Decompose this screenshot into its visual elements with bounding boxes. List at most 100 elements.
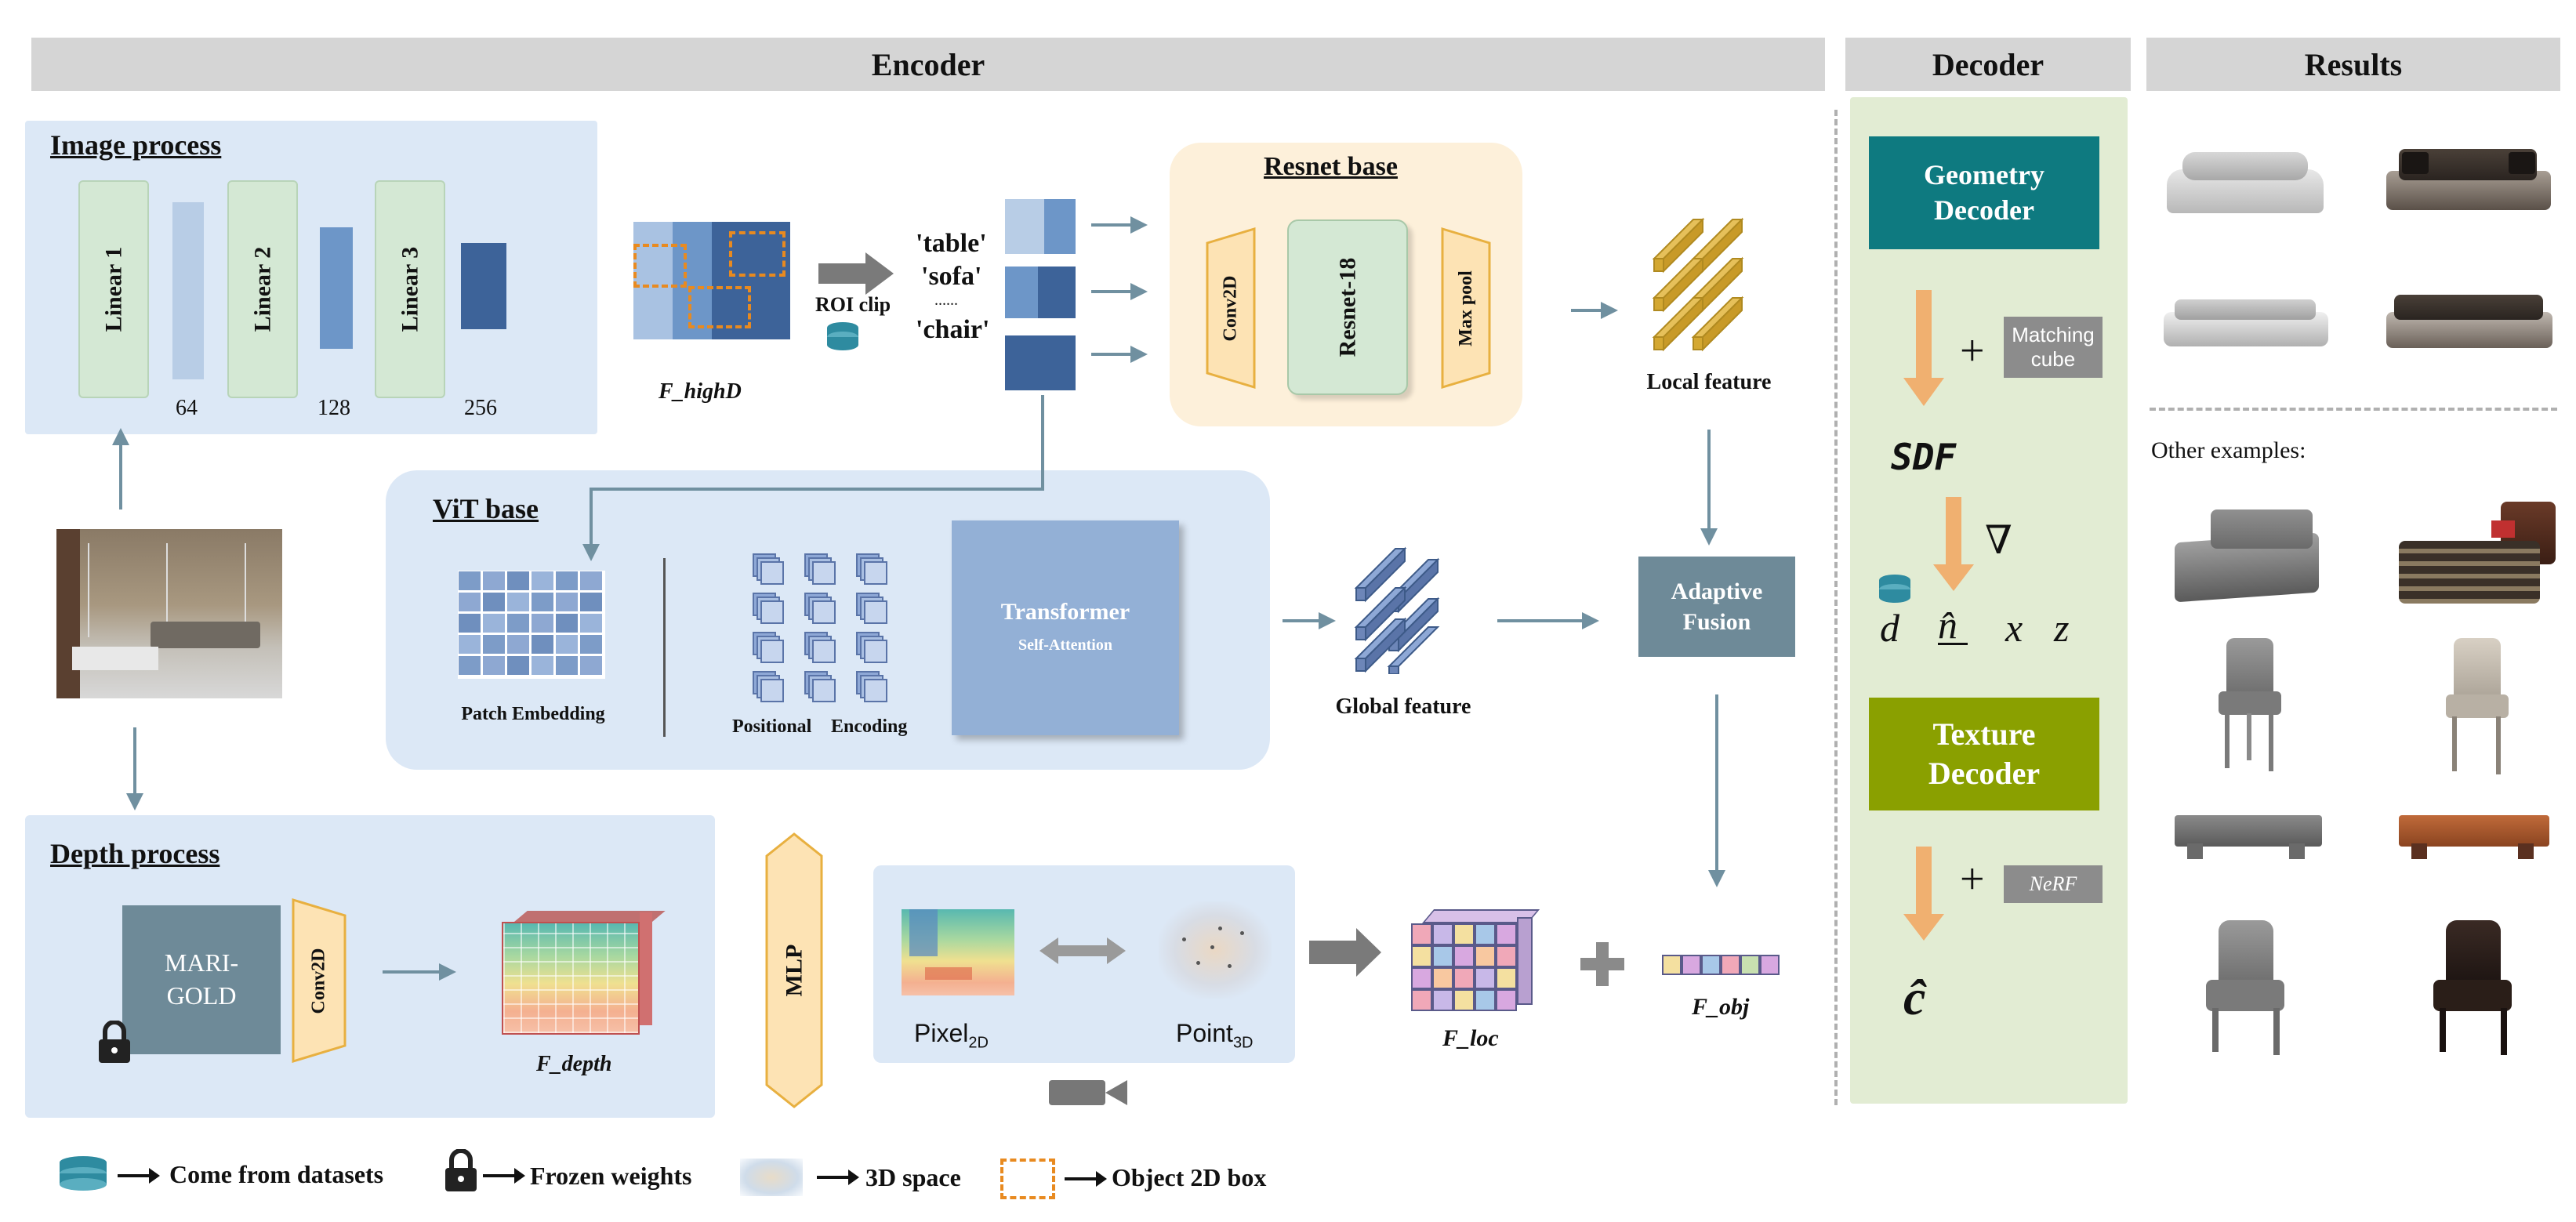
linear-1-label: Linear 1 — [100, 246, 126, 332]
patch-embedding-label: Patch Embedding — [461, 704, 605, 724]
dim-256: 256 — [464, 396, 497, 420]
resnet-maxpool-trapezoid — [1441, 227, 1491, 389]
patch-cell — [580, 635, 602, 654]
legend-lock-icon — [445, 1149, 477, 1191]
nerf-box: NeRF — [2004, 865, 2103, 903]
legend-2d-box-swatch — [1000, 1159, 1055, 1199]
legend-arrow-1 — [118, 1168, 160, 1184]
results-header-label: Results — [2304, 46, 2403, 82]
depth-process-title: Depth process — [50, 838, 220, 869]
patch-cell — [580, 593, 602, 611]
positional-encoding-square — [864, 679, 887, 702]
patch-cell — [459, 614, 481, 633]
crop-feature-sofa — [1005, 267, 1076, 318]
depth-conv2d-trapezoid — [292, 898, 346, 1063]
result-bench-geometry — [2171, 812, 2325, 867]
f-highd-label: F_highD — [659, 379, 742, 404]
result-sofa-geometry-1 — [2159, 146, 2331, 221]
depth-conv2d-label-wrap: Conv2D — [292, 898, 346, 1063]
positional-label: Positional — [732, 716, 812, 737]
resnet-conv2d-label: Conv2D — [1220, 274, 1241, 342]
feature-256-bar — [461, 243, 506, 329]
mlp-block — [765, 832, 823, 1108]
class-chair: 'chair' — [916, 315, 990, 344]
symbol-n-hat-text: n̂ — [1938, 603, 1957, 647]
f-obj-cell — [1740, 955, 1760, 975]
texture-decoder-block: Texture Decoder — [1869, 698, 2099, 810]
point-3d-label: Point3D — [1176, 1019, 1254, 1052]
legend-dataset-icon — [60, 1156, 107, 1191]
roi-clip-label: ROI clip — [815, 293, 891, 316]
symbol-z: z — [2054, 606, 2070, 650]
f-loc-cell — [1496, 945, 1517, 967]
f-loc-cell — [1496, 967, 1517, 989]
f-loc-cell — [1453, 989, 1475, 1011]
patch-cell — [483, 571, 505, 590]
image-process-title: Image process — [50, 129, 222, 161]
patch-cell — [507, 635, 529, 654]
resnet-title: Resnet base — [1264, 152, 1398, 181]
resnet-conv2d-trapezoid — [1206, 227, 1256, 389]
f-obj-cell — [1721, 955, 1740, 975]
positional-encoding-square — [812, 561, 836, 585]
roi-clip-arrow — [818, 252, 894, 295]
f-loc-cell — [1453, 945, 1475, 967]
dataset-icon-roi — [827, 322, 858, 350]
matching-cube-box: Matching cube — [2004, 317, 2103, 378]
encoding-label: Encoding — [831, 716, 908, 737]
local-feature-label: Local feature — [1646, 370, 1772, 394]
c-hat-symbol: ĉ — [1903, 970, 1926, 1025]
positional-encoding-square — [812, 600, 836, 624]
symbol-x: x — [2005, 606, 2023, 650]
result-bed-geometry — [2171, 502, 2322, 603]
nabla-symbol: ∇ — [1985, 518, 2012, 562]
f-loc-cell — [1432, 989, 1453, 1011]
symbol-n-hat: n̂ — [1938, 602, 1968, 647]
resnet-18-label: Resnet-18 — [1333, 257, 1360, 357]
result-bed-texture — [2399, 502, 2556, 607]
class-ellipsis: ...... — [934, 292, 958, 309]
result-bench-texture — [2396, 812, 2552, 867]
patch-cell — [556, 656, 578, 675]
decoder-plus-2: + — [1960, 855, 1985, 904]
f-loc-side-face — [1517, 917, 1533, 1005]
patch-cell — [507, 593, 529, 611]
resnet-maxpool-label: Max pool — [1455, 270, 1476, 346]
result-armchair-geometry — [2195, 917, 2297, 1058]
f-loc-cell — [1496, 923, 1517, 945]
marigold-block: MARI- GOLD — [122, 905, 281, 1054]
encoder-header: Encoder — [31, 38, 1825, 91]
f-loc-cell — [1432, 967, 1453, 989]
patch-cell — [532, 614, 553, 633]
point-text: Point — [1176, 1019, 1233, 1047]
texture-down-arrow — [1903, 847, 1944, 941]
f-depth-cube — [502, 911, 666, 1036]
patch-cell — [459, 635, 481, 654]
f-obj-strip — [1662, 948, 1789, 977]
dim-64: 64 — [176, 396, 198, 420]
f-loc-cell — [1411, 945, 1432, 967]
lock-icon-marigold — [99, 1021, 130, 1063]
legend-frozen-label: Frozen weights — [530, 1162, 692, 1190]
f-loc-cell — [1453, 923, 1475, 945]
input-room-image — [56, 529, 282, 698]
pixel-subscript: 2D — [968, 1034, 989, 1052]
self-attention-label: Self-Attention — [1018, 636, 1112, 654]
positional-encoding-square — [812, 679, 836, 702]
legend-3d-space-swatch — [740, 1159, 803, 1196]
result-sofa-geometry-2 — [2159, 295, 2331, 354]
positional-encoding-stacks — [753, 553, 902, 710]
f-loc-cell — [1432, 923, 1453, 945]
result-armchair-texture — [2422, 917, 2524, 1058]
f-loc-cube — [1411, 909, 1544, 1019]
results-divider — [2150, 408, 2557, 411]
other-examples-label: Other examples: — [2151, 437, 2306, 463]
f-obj-cell — [1760, 955, 1780, 975]
geometry-decoder-block: Geometry Decoder — [1869, 136, 2099, 249]
patch-cell — [532, 593, 553, 611]
result-chair-texture — [2438, 635, 2516, 776]
linear-3-block: Linear 3 — [375, 180, 445, 398]
mlp-label-wrap: MLP — [765, 832, 823, 1108]
patch-cell — [580, 614, 602, 633]
symbol-d: d — [1880, 606, 1899, 650]
